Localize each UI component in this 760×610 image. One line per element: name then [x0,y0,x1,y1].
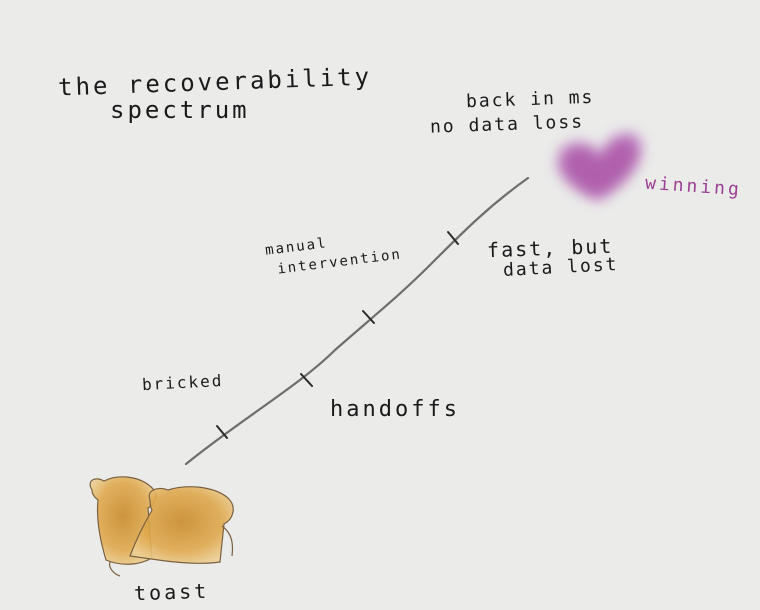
tick-handoffs [300,373,313,387]
tick-fast [447,231,459,245]
tick-manual [362,310,375,324]
tick-bricked [216,425,228,439]
label-toast: toast [133,578,210,606]
toast-icon [89,476,234,577]
label-handoffs: handoffs [330,397,460,422]
spectrum-line [184,176,530,466]
heart-icon [557,133,642,200]
label-bricked: bricked [141,370,224,395]
diagram-title-line-2: spectrum [110,96,250,124]
label-back-in-ms: back in ms [465,86,595,113]
